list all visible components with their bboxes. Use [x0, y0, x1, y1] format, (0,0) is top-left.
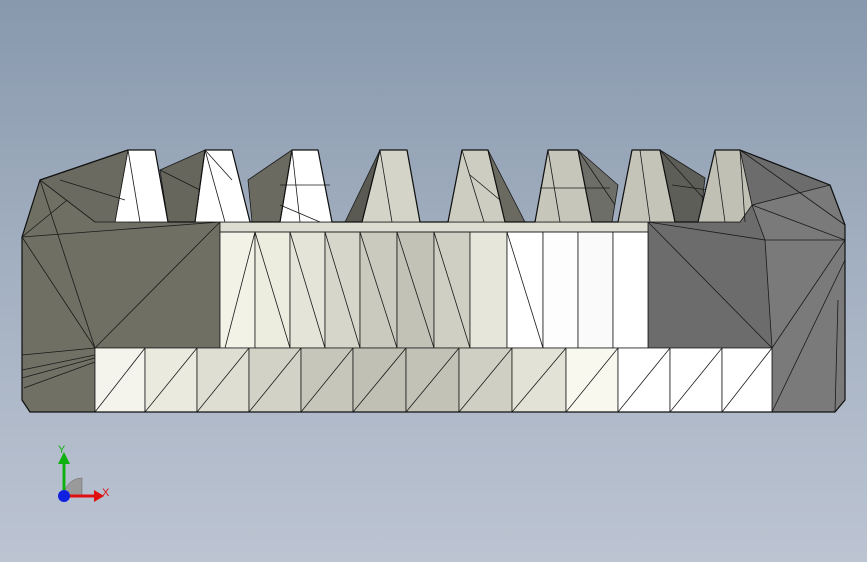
upper-band-strips [219, 221, 649, 349]
x-arrowhead-icon [94, 490, 104, 502]
lower-band-strips [94, 347, 773, 413]
x-axis-label: X [102, 487, 110, 499]
teeth [39, 149, 753, 223]
y-axis-label: Y [58, 444, 66, 456]
model-outline [21, 149, 846, 413]
axis-triad: X Y [40, 440, 120, 510]
y-arrowhead-icon [58, 452, 70, 464]
z-axis-dot-icon [58, 490, 70, 502]
